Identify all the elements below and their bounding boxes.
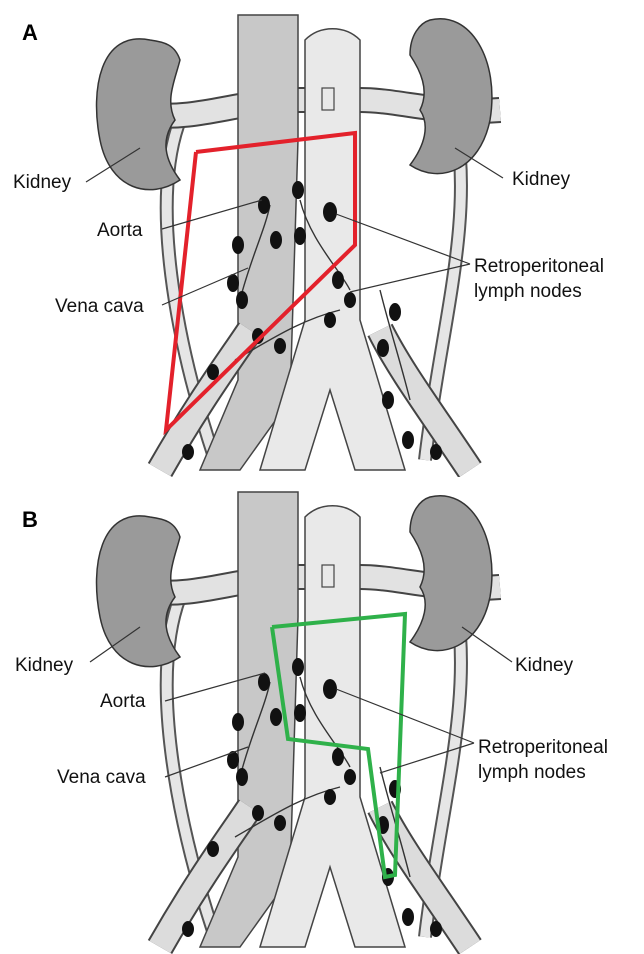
kidney-left-label: Kidney (15, 654, 73, 677)
lymph-nodes-label-line2: lymph nodes (474, 280, 582, 303)
anatomy-diagram-b (0, 477, 644, 954)
kidney-right-label: Kidney (512, 168, 570, 191)
panel-letter: A (22, 20, 38, 46)
aorta-label: Aorta (100, 690, 145, 713)
kidney-right-label: Kidney (515, 654, 573, 677)
lymph-nodes-label-line2: lymph nodes (478, 761, 586, 784)
lymph-nodes-label-line1: Retroperitoneal (474, 255, 604, 278)
panel-b: B Kidney Kidney Aorta Vena cava Retroper… (0, 477, 644, 954)
panel-a: A Kidney Kidney Aorta Vena cava Retroper… (0, 0, 644, 477)
lymph-nodes-label-line1: Retroperitoneal (478, 736, 608, 759)
panel-letter: B (22, 507, 38, 533)
aorta-label: Aorta (97, 219, 142, 242)
kidney-left-label: Kidney (13, 171, 71, 194)
vena-cava-label: Vena cava (55, 295, 144, 318)
vena-cava-label: Vena cava (57, 766, 146, 789)
